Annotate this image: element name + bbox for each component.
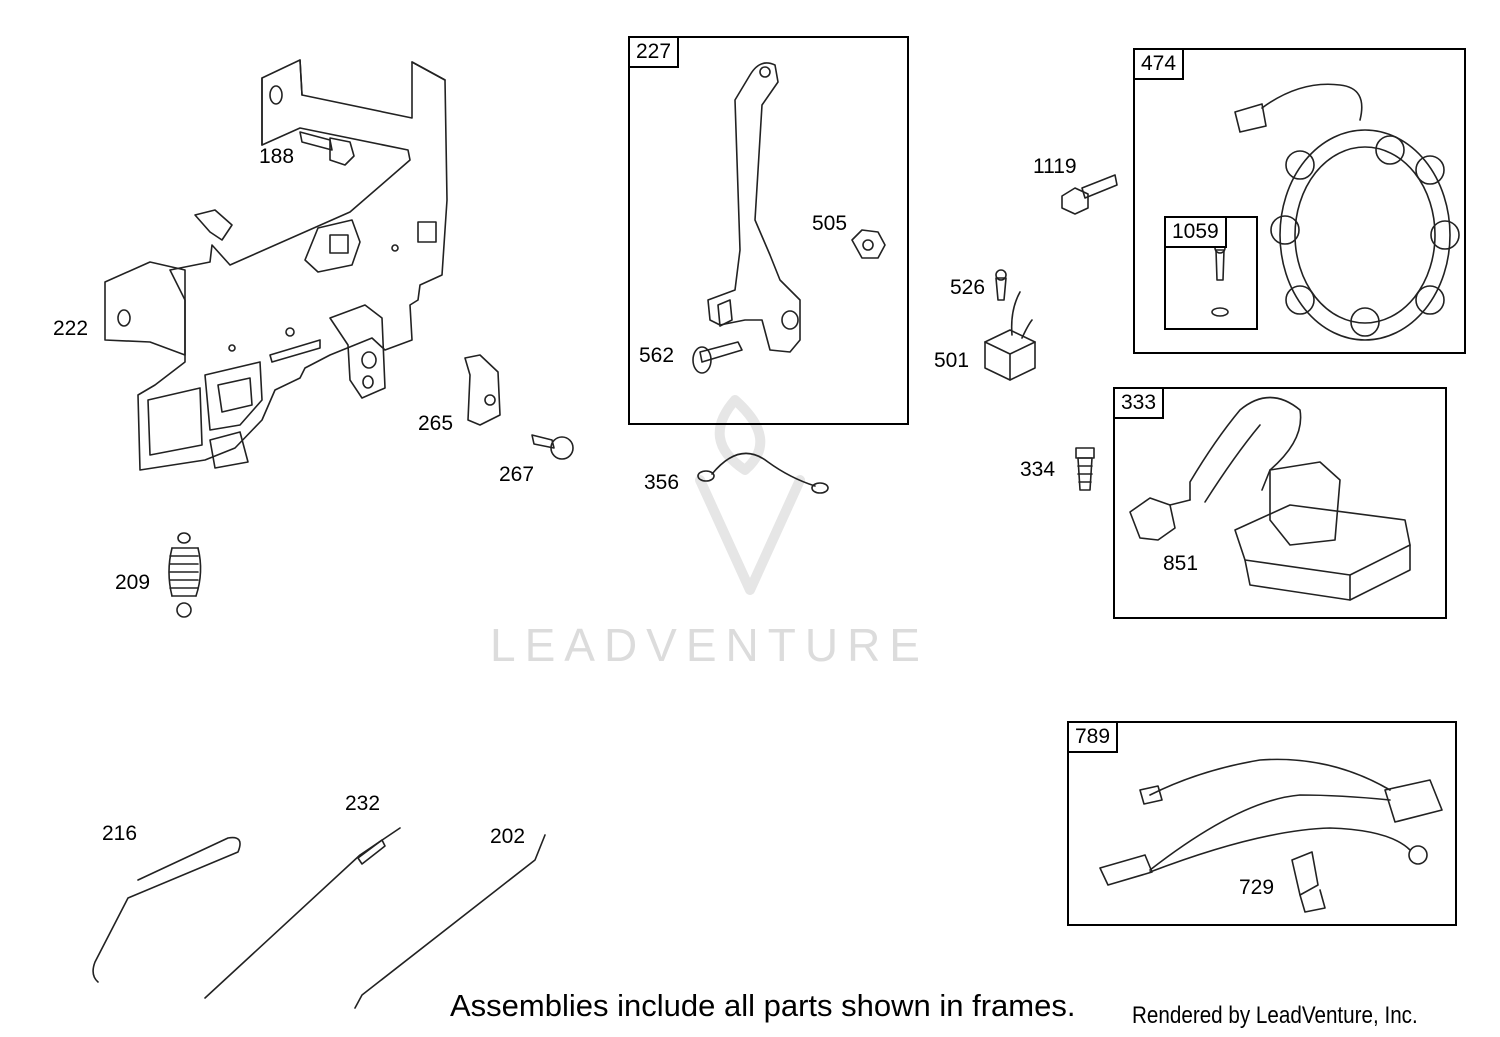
screw-526-part bbox=[995, 269, 1007, 301]
callout-267: 267 bbox=[499, 463, 535, 486]
bolt-1119-part bbox=[1061, 174, 1118, 215]
callout-729: 729 bbox=[1239, 876, 1275, 899]
rod-202-part bbox=[354, 834, 546, 1009]
frame-1059: 1059 bbox=[1164, 216, 1258, 330]
governor-lever-part bbox=[707, 62, 801, 353]
ignition-armature-333-part bbox=[1129, 396, 1411, 601]
frame-tag-789: 789 bbox=[1069, 723, 1119, 753]
callout-526: 526 bbox=[950, 276, 986, 299]
callout-265: 265 bbox=[418, 412, 454, 435]
wire-harness-789-part bbox=[1099, 758, 1443, 913]
callout-505: 505 bbox=[812, 212, 848, 235]
callout-222: 222 bbox=[53, 317, 89, 340]
screw-334-part bbox=[1075, 447, 1095, 491]
frame-tag-1059: 1059 bbox=[1166, 218, 1227, 248]
cable-232-part bbox=[204, 827, 401, 999]
callout-356: 356 bbox=[644, 471, 680, 494]
frame-474: 474 bbox=[1133, 48, 1466, 354]
callout-1119: 1119 bbox=[1033, 155, 1077, 178]
screw-188-part bbox=[299, 131, 355, 166]
watermark-text: LEADVENTURE bbox=[490, 619, 929, 671]
callout-562: 562 bbox=[639, 344, 675, 367]
frame-227: 227 bbox=[628, 36, 909, 425]
watermark-logo-icon bbox=[695, 395, 805, 595]
callout-501: 501 bbox=[934, 349, 970, 372]
control-bracket-part bbox=[104, 59, 448, 471]
frame-tag-333: 333 bbox=[1115, 389, 1165, 419]
screw-562-part bbox=[692, 341, 743, 374]
callout-232: 232 bbox=[345, 792, 381, 815]
callout-216: 216 bbox=[102, 822, 138, 845]
spring-209-part bbox=[168, 532, 202, 618]
callout-209: 209 bbox=[115, 571, 151, 594]
frame-tag-474: 474 bbox=[1135, 50, 1185, 80]
nut-505-part bbox=[851, 229, 886, 259]
screw-1059-part bbox=[1211, 242, 1229, 317]
rectifier-501-part bbox=[984, 291, 1036, 381]
assemblies-note: Assemblies include all parts shown in fr… bbox=[450, 988, 1076, 1023]
clip-265-part bbox=[464, 354, 501, 426]
callout-202: 202 bbox=[490, 825, 526, 848]
alternator-474-part bbox=[1234, 83, 1460, 341]
frame-789: 789 bbox=[1067, 721, 1457, 926]
link-216-part bbox=[92, 836, 241, 983]
callout-334: 334 bbox=[1020, 458, 1056, 481]
rendered-by-credit: Rendered by LeadVenture, Inc. bbox=[1132, 1002, 1418, 1029]
frame-333: 333 bbox=[1113, 387, 1447, 619]
ground-wire-356-part bbox=[697, 452, 829, 494]
callout-188: 188 bbox=[259, 145, 295, 168]
screw-267-part bbox=[531, 434, 574, 460]
callout-851: 851 bbox=[1163, 552, 1199, 575]
frame-tag-227: 227 bbox=[630, 38, 680, 68]
